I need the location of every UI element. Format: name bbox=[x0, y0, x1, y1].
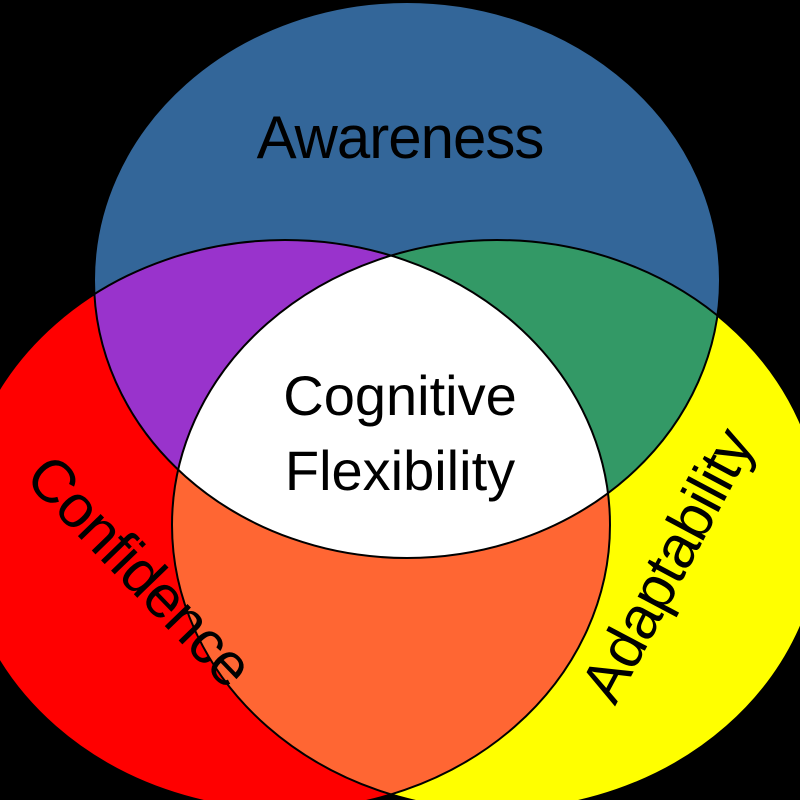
awareness-label: Awareness bbox=[257, 104, 544, 171]
center-label-line-2: Flexibility bbox=[285, 439, 515, 502]
center-label-line-1: Cognitive bbox=[283, 364, 516, 427]
